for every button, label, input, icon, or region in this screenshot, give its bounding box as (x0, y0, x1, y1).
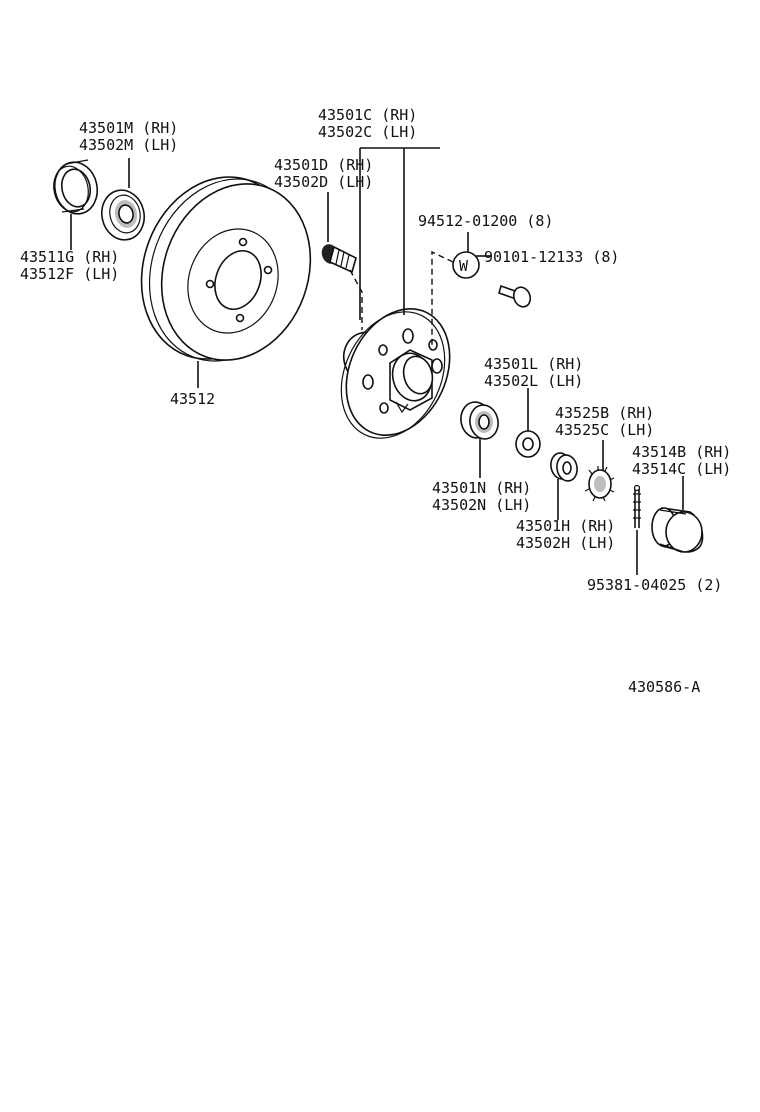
label-lock-b-rh: 43525B (RH) (555, 404, 654, 422)
label-nut-h-rh: 43501H (RH) (516, 517, 615, 535)
label-bearing-n-rh: 43501N (RH) (432, 479, 531, 497)
axle-hub-part (340, 308, 451, 439)
label-washer-qty: 90101-12133 (8) (484, 248, 619, 266)
cotter-pin-part (633, 484, 641, 528)
label-bearing-l-rh: 43501L (RH) (484, 355, 583, 373)
lock-cap-part (584, 466, 615, 502)
label-seal-m-lh: 43502M (LH) (79, 136, 178, 154)
screw-part (498, 284, 532, 308)
label-cap-c-lh: 43514C (LH) (632, 460, 731, 478)
inner-bearing-part (460, 401, 499, 440)
label-hub-c-lh: 43502C (LH) (318, 123, 417, 141)
diagram-id: 430586-A (628, 678, 700, 696)
label-cap-b-rh: 43514B (RH) (632, 443, 731, 461)
label-seal-f-lh: 43512F (LH) (20, 265, 119, 283)
label-bolt-qty: 94512-01200 (8) (418, 212, 553, 230)
label-bearing-n-lh: 43502N (LH) (432, 496, 531, 514)
washer-part: W (452, 251, 480, 279)
leader-dashed-washer (431, 250, 454, 346)
hub-nut-part (550, 452, 578, 482)
label-seal-g-rh: 43511G (RH) (20, 248, 119, 266)
hub-bolt-part (321, 244, 363, 330)
label-hub-c-rh: 43501C (RH) (318, 106, 417, 124)
label-bolt-d-rh: 43501D (RH) (274, 156, 373, 174)
thrust-washer-part (515, 430, 541, 458)
leader-hub-c (359, 147, 440, 320)
label-bolt-d-lh: 43502D (LH) (274, 173, 373, 191)
label-nut-h-lh: 43502H (LH) (516, 534, 615, 552)
oil-seal-part (53, 159, 99, 215)
label-pin: 95381-04025 (2) (587, 576, 722, 594)
label-bearing-l-lh: 43502L (LH) (484, 372, 583, 390)
label-lock-c-lh: 43525C (LH) (555, 421, 654, 439)
label-disc: 43512 (170, 390, 215, 408)
washer-mark-text: W (459, 257, 469, 275)
grease-cap-part (651, 507, 704, 553)
label-seal-m-rh: 43501M (RH) (79, 119, 178, 137)
outer-bearing-part (101, 189, 145, 241)
brake-disc-part (140, 176, 312, 362)
